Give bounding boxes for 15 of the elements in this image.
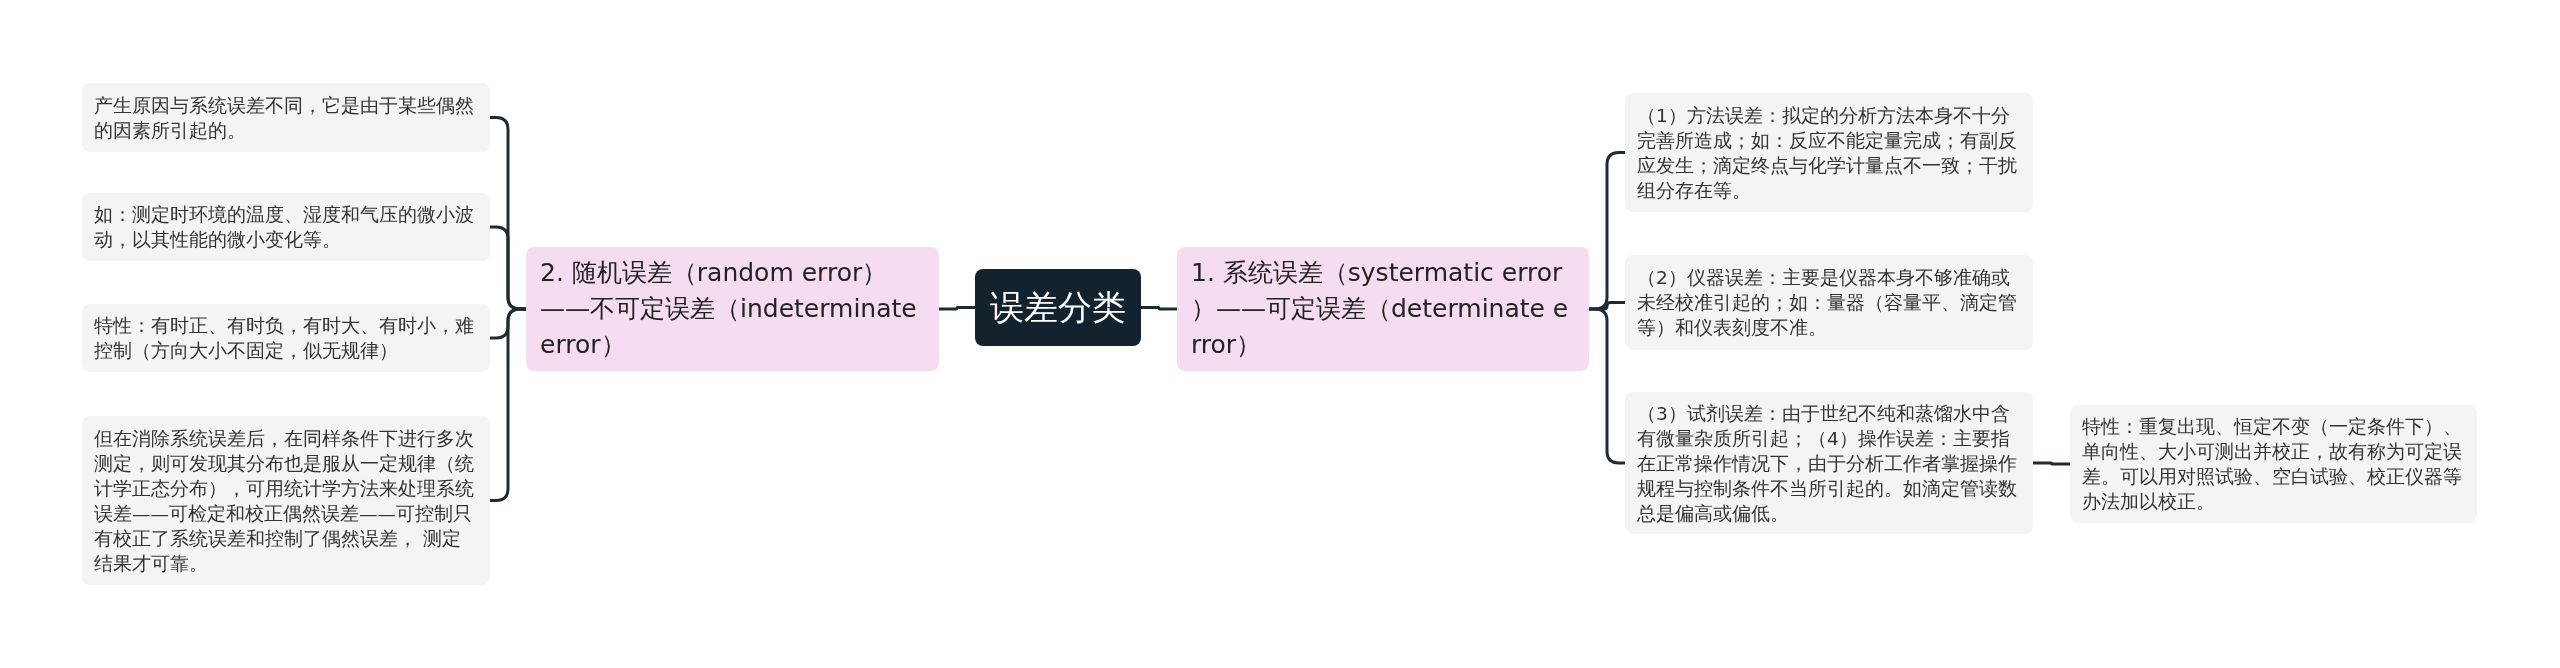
connector-line bbox=[1141, 306, 1177, 311]
topic-box: 2. 随机误差（random error）——不可定误差（indeterminate error） bbox=[526, 247, 939, 371]
note-box: （3）试剂误差：由于世纪不纯和蒸馏水中含有微量杂质所引起；（4）操作误差：主要指在正常操作情况下，由于分析工作者掌握操作规程与控制条件不当所引起的。如滴定管读数总是偏高或偏低。 bbox=[1625, 392, 2033, 534]
note-box: （2）仪器误差：主要是仪器本身不够准确或未经校准引起的；如：量器（容量平、滴定管等）和仪表刻度不准。 bbox=[1625, 255, 2033, 350]
note-box: 但在消除系统误差后，在同样条件下进行多次测定，则可发现其分布也是服从一定规律（统计学正态分布），可用统计学方法来处理系统误差——可检定和校正偶然误差——可控制只有校正了系统误差和控制了偶然误差， 测定结果才可靠。 bbox=[82, 416, 490, 585]
note-box: 特性：有时正、有时负，有时大、有时小，难控制（方向大小不固定，似无规律） bbox=[82, 304, 490, 372]
connector-line bbox=[939, 306, 975, 311]
note-box: （1）方法误差：拟定的分析方法本身不十分完善所造成；如：反应不能定量完成；有副反应发生；滴定终点与化学计量点不一致；干扰组分存在等。 bbox=[1625, 93, 2033, 212]
note-box: 如：测定时环境的温度、湿度和气压的微小波动，以其性能的微小变化等。 bbox=[82, 193, 490, 261]
root-box: 误差分类 bbox=[975, 269, 1141, 346]
note-box: 特性：重复出现、恒定不变（一定条件下）、单向性、大小可测出并校正，故有称为可定误差。可以用对照试验、空白试验、校正仪器等办法加以校正。 bbox=[2070, 405, 2477, 523]
connector-line bbox=[2033, 461, 2070, 466]
connector-line bbox=[1589, 307, 1625, 465]
note-box: 产生原因与系统误差不同，它是由于某些偶然的因素所引起的。 bbox=[82, 83, 490, 152]
topic-box: 1. 系统误差（systermatic error ）——可定误差（determinate error） bbox=[1177, 247, 1589, 371]
